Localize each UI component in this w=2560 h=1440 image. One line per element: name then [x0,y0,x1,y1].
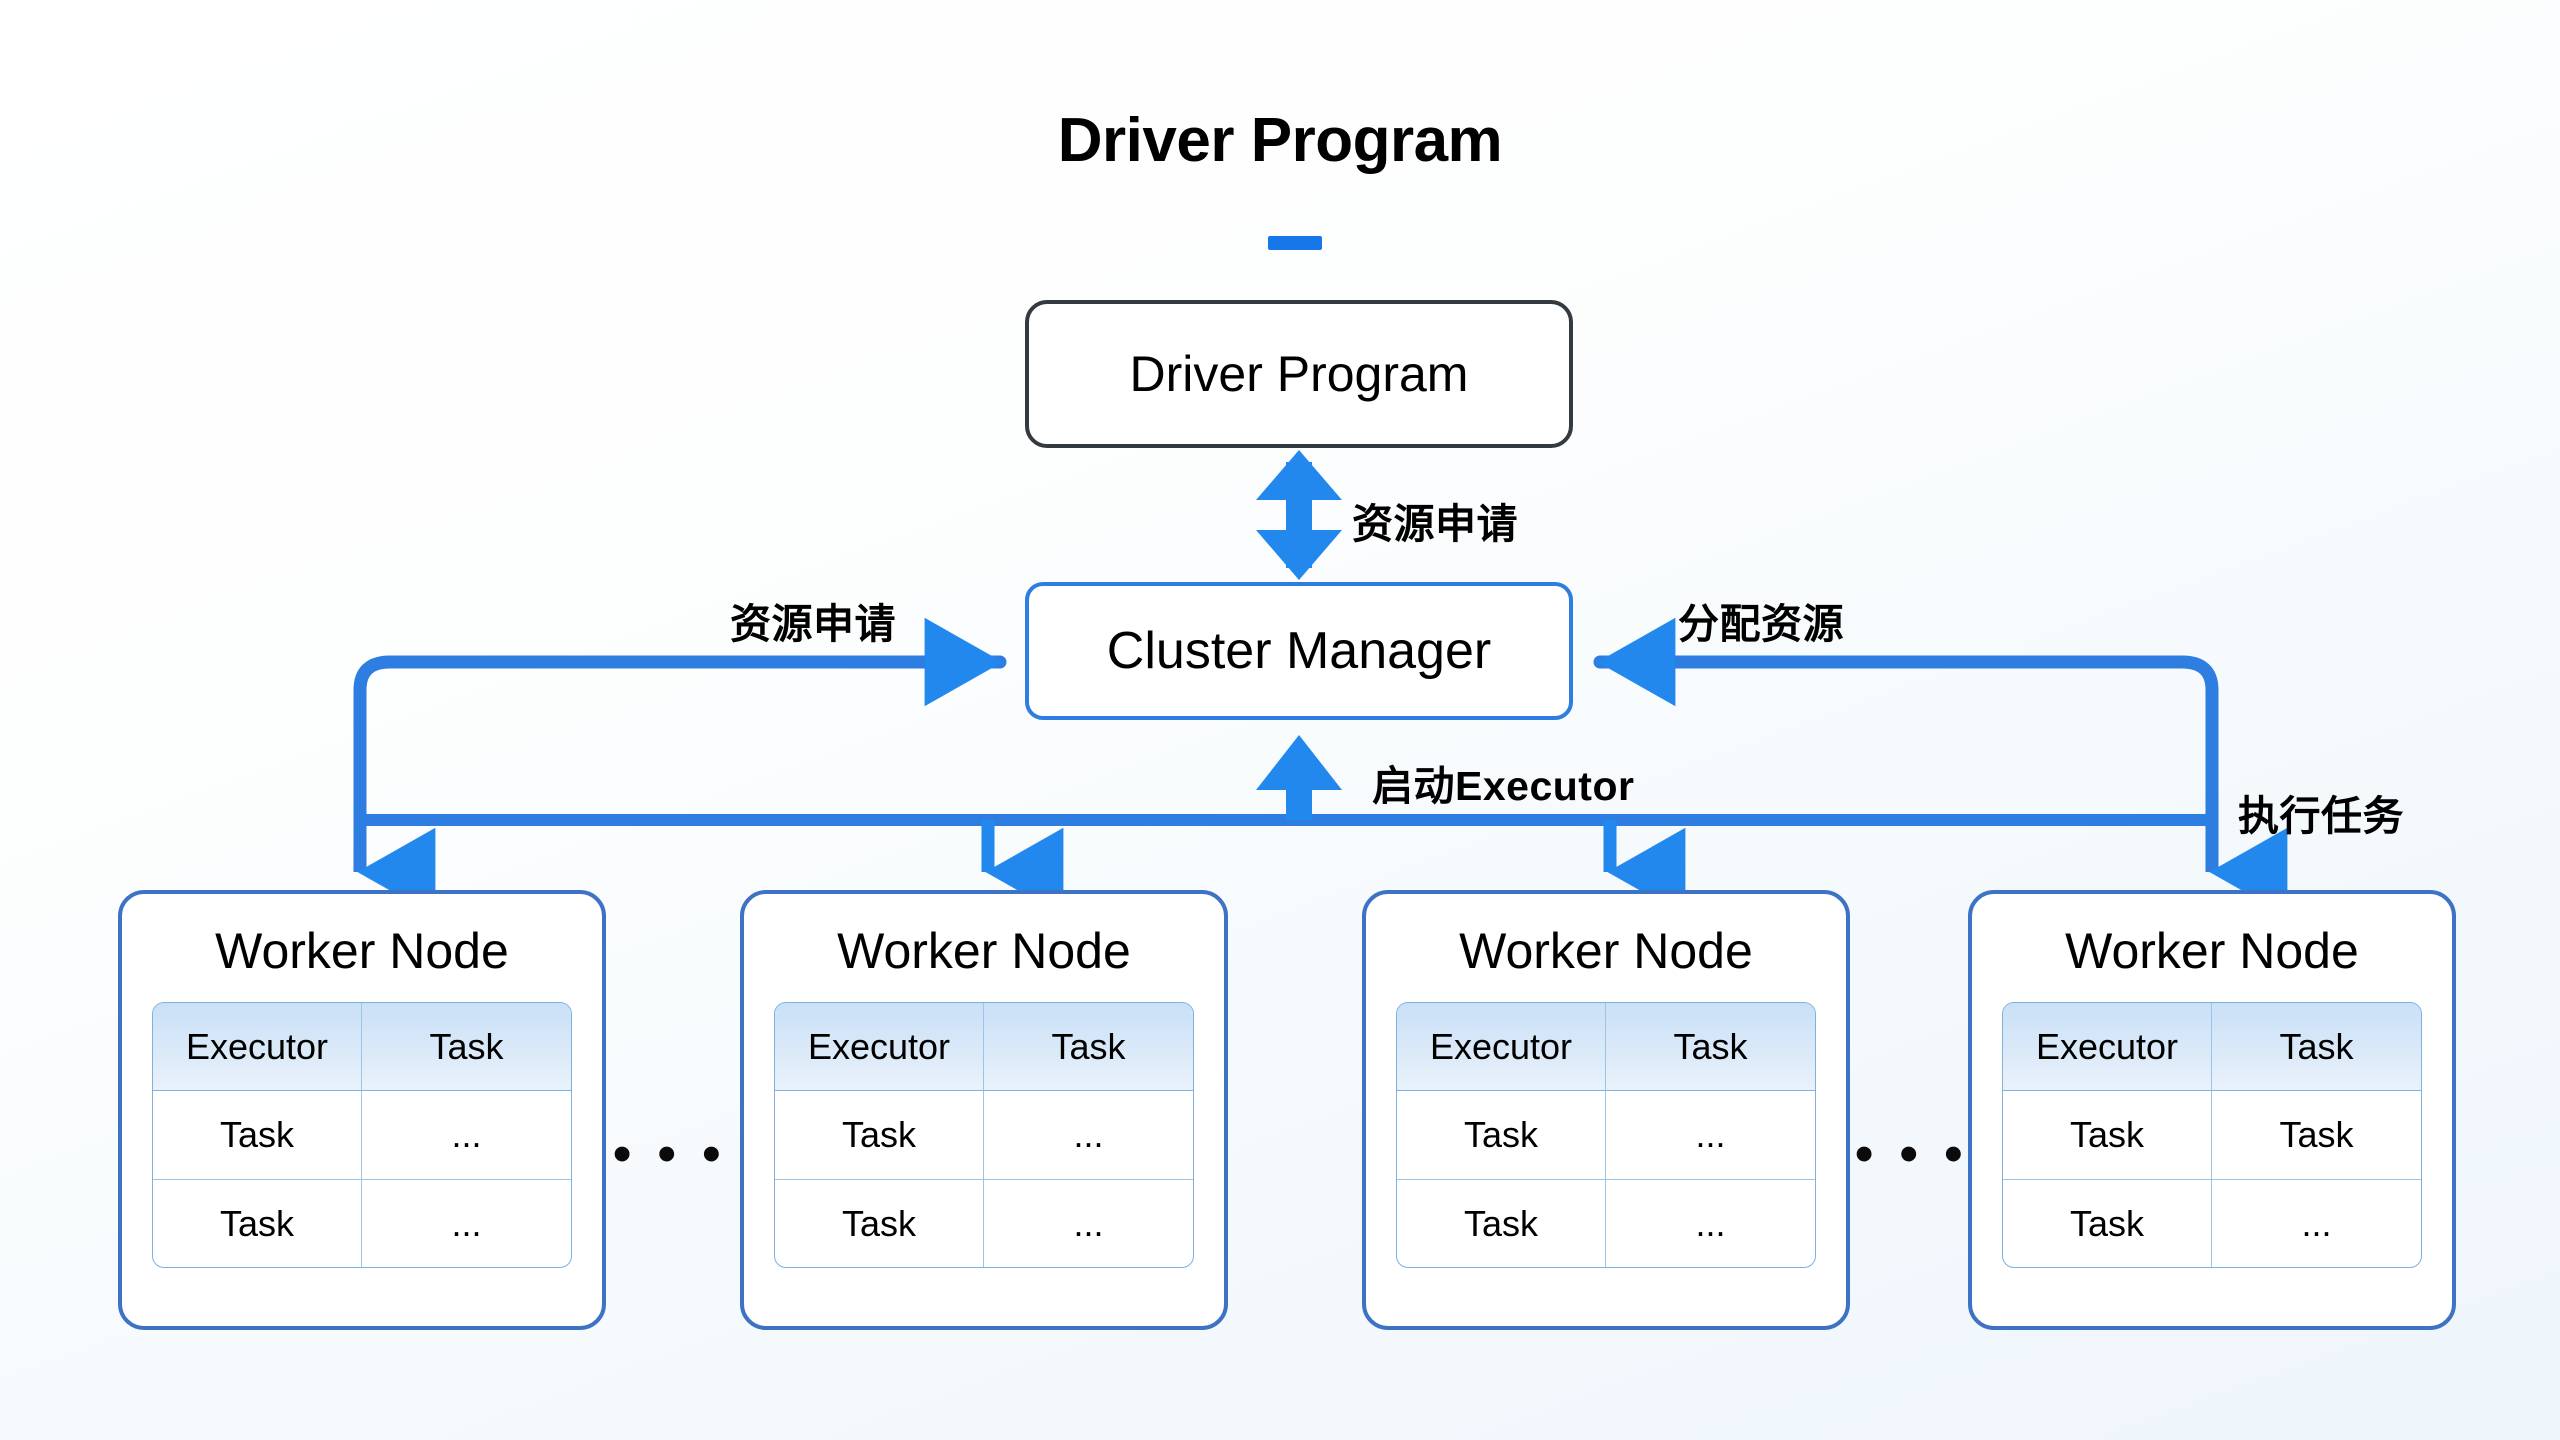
table-cell: Task [775,1091,984,1179]
table-row: Task... [153,1091,571,1179]
table-row: Task... [775,1179,1193,1267]
table-row: Task... [775,1091,1193,1179]
table-cell: Task [153,1091,362,1179]
arrow-driver-cluster [1256,450,1342,580]
table-header-cell: Task [2212,1003,2421,1091]
table-cell: Task [2003,1091,2212,1179]
table-header-cell: Executor [153,1003,362,1091]
page-title: Driver Program [1057,106,1503,175]
cluster-manager-label: Cluster Manager [1106,622,1492,680]
table-cell: ... [2212,1179,2421,1267]
table-cell: Task [2279,1114,2354,1155]
table-row: Task Task [2003,1091,2421,1179]
arrow-cluster-to-workers [1593,617,2219,867]
table-cell: Task [775,1179,984,1267]
table-row: Task... [1397,1091,1815,1179]
edge-label-driver-cluster: 资源申请 [1352,501,1518,547]
table-cell: ... [1073,1114,1104,1155]
cluster-manager-box[interactable]: Cluster Manager [1025,582,1573,720]
worker-separator-2: • • • [1855,1125,1969,1183]
worker-node-title: Worker Node [2065,923,2359,979]
table-cell: Task [153,1179,362,1267]
table-cell: ... [1695,1114,1726,1155]
worker-node-title: Worker Node [215,923,509,979]
table-header-cell: Executor [1397,1003,1606,1091]
table-cell: ... [362,1179,571,1267]
edge-label-start-executor: 启动Executor [1372,763,1635,809]
driver-program-box[interactable]: Driver Program [1025,300,1573,448]
table-row: Task... [1397,1179,1815,1267]
table-cell: ... [1606,1179,1815,1267]
table-header-cell: Task [984,1003,1193,1091]
table-header-cell: Executor [2003,1003,2212,1091]
edge-label-execute-task: 执行任务 [2238,793,2404,839]
edge-label-right-allocate: 分配资源 [1678,601,1844,647]
table-cell: ... [984,1179,1193,1267]
worker-node-title: Worker Node [837,923,1131,979]
worker-separator-1: • • • [613,1125,727,1183]
arrow-workers-to-cluster [353,617,1007,867]
table-cell: ... [451,1114,482,1155]
edge-label-left-request: 资源申请 [730,601,896,647]
table-cell: Task [2003,1179,2212,1267]
driver-program-label: Driver Program [1129,346,1469,402]
table-cell: Task [1397,1091,1606,1179]
table-row: Task... [153,1179,571,1267]
table-row: Task... [2003,1179,2421,1267]
worker-node-title: Worker Node [1459,923,1753,979]
arrow-start-executor [1256,735,1342,820]
table-cell: Task [1397,1179,1606,1267]
title-accent-bar [1268,236,1322,250]
table-header-cell: Executor [775,1003,984,1091]
table-header-cell: Task [1606,1003,1815,1091]
table-header-cell: Task [362,1003,571,1091]
